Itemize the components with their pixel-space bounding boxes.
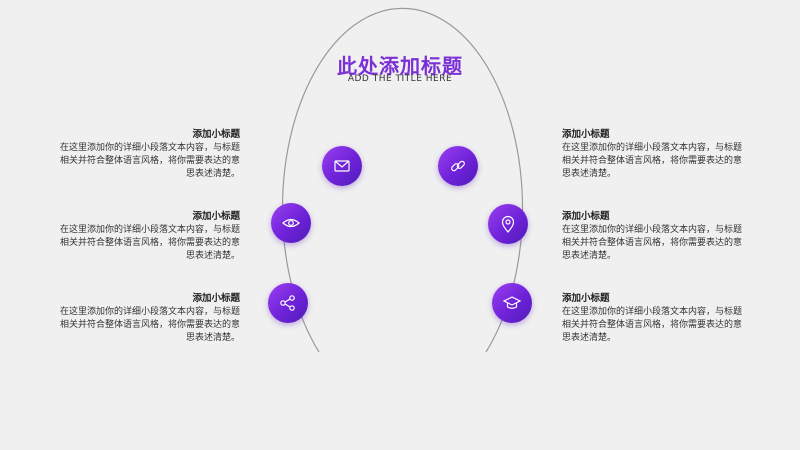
node-share [268, 283, 308, 323]
node-eye [271, 203, 311, 243]
node-mail [322, 146, 362, 186]
eye-icon [282, 218, 300, 228]
text-block-left-3: 添加小标题 在这里添加你的详细小段落文本内容，与标题相关并符合整体语言风格，将你… [55, 292, 240, 345]
mail-icon [334, 160, 350, 172]
node-location [488, 204, 528, 244]
link-icon [451, 160, 465, 172]
text-block-left-1: 添加小标题 在这里添加你的详细小段落文本内容，与标题相关并符合整体语言风格，将你… [55, 128, 240, 181]
block-heading: 添加小标题 [192, 293, 240, 304]
block-body: 在这里添加你的详细小段落文本内容，与标题相关并符合整体语言风格，将你需要表达的意… [562, 143, 743, 179]
node-link [438, 146, 478, 186]
block-heading: 添加小标题 [192, 129, 240, 140]
block-heading: 添加小标题 [562, 211, 610, 222]
block-heading: 添加小标题 [562, 293, 610, 304]
graduation-cap-icon [502, 296, 522, 309]
block-body: 在这里添加你的详细小段落文本内容，与标题相关并符合整体语言风格，将你需要表达的意… [562, 307, 743, 343]
text-block-right-2: 添加小标题 在这里添加你的详细小段落文本内容，与标题相关并符合整体语言风格，将你… [562, 210, 747, 263]
block-body: 在这里添加你的详细小段落文本内容，与标题相关并符合整体语言风格，将你需要表达的意… [562, 225, 743, 261]
page-title: 此处添加标题 [337, 54, 463, 78]
location-pin-icon [501, 215, 515, 233]
text-block-right-3: 添加小标题 在这里添加你的详细小段落文本内容，与标题相关并符合整体语言风格，将你… [562, 292, 747, 345]
text-block-right-1: 添加小标题 在这里添加你的详细小段落文本内容，与标题相关并符合整体语言风格，将你… [562, 128, 747, 181]
block-heading: 添加小标题 [562, 129, 610, 140]
page-subtitle: ADD THE TITLE HERE [347, 74, 453, 84]
block-body: 在这里添加你的详细小段落文本内容，与标题相关并符合整体语言风格，将你需要表达的意… [59, 307, 240, 343]
node-graduation [492, 283, 532, 323]
block-body: 在这里添加你的详细小段落文本内容，与标题相关并符合整体语言风格，将你需要表达的意… [59, 225, 240, 261]
block-heading: 添加小标题 [192, 211, 240, 222]
share-icon [280, 295, 295, 311]
text-block-left-2: 添加小标题 在这里添加你的详细小段落文本内容，与标题相关并符合整体语言风格，将你… [55, 210, 240, 263]
block-body: 在这里添加你的详细小段落文本内容，与标题相关并符合整体语言风格，将你需要表达的意… [59, 143, 240, 179]
